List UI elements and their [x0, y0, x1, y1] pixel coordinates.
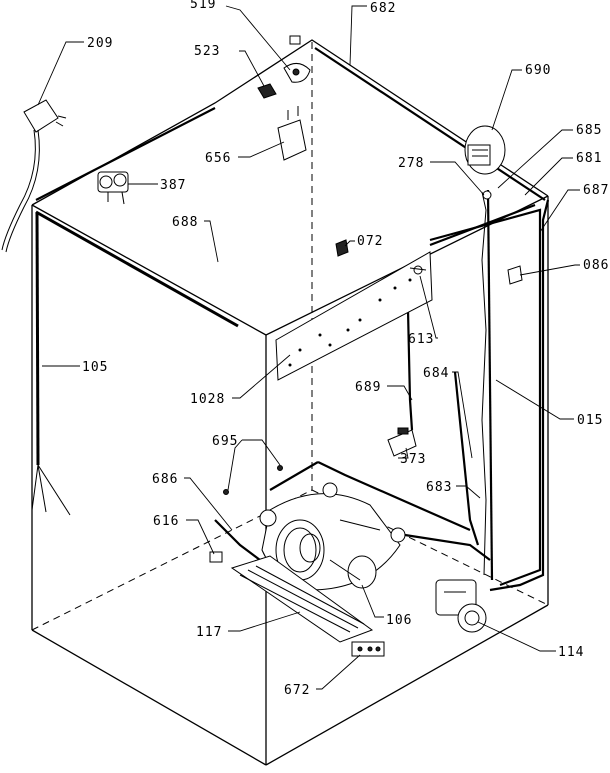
screws-695: [223, 465, 283, 495]
part-072: [335, 239, 349, 257]
label-687: 687: [583, 183, 609, 198]
label-656: 656: [205, 151, 231, 166]
label-523: 523: [194, 44, 220, 59]
part-labels: 519 682 209 523 690 656 685 278 681 387 …: [82, 0, 609, 698]
label-672: 672: [284, 683, 310, 698]
label-613: 613: [408, 332, 434, 347]
label-616: 616: [153, 514, 179, 529]
label-106: 106: [386, 613, 412, 628]
pressure-switch-690: [464, 125, 506, 175]
label-373: 373: [400, 452, 426, 467]
part-523: [257, 83, 277, 99]
label-278: 278: [398, 156, 424, 171]
label-387: 387: [160, 178, 186, 193]
label-209: 209: [87, 36, 113, 51]
label-1028: 1028: [190, 392, 225, 407]
inlet-valve-387: [97, 171, 129, 205]
label-686: 686: [152, 472, 178, 487]
part-613: [409, 265, 427, 275]
label-105: 105: [82, 360, 108, 375]
label-684: 684: [423, 366, 449, 381]
leader-lines: [37, 5, 580, 690]
label-683: 683: [426, 480, 452, 495]
mains-plug-209: [1, 99, 67, 253]
part-278: [482, 190, 492, 200]
label-114: 114: [558, 645, 584, 660]
label-681: 681: [576, 151, 602, 166]
label-682: 682: [370, 1, 396, 16]
label-695: 695: [212, 434, 238, 449]
door-lock-373: [387, 427, 417, 457]
part-672: [351, 641, 385, 657]
motor-106: [259, 482, 406, 591]
drain-pump-114: [435, 579, 487, 633]
control-board-1028: [275, 251, 433, 381]
suppressor-656: [277, 106, 307, 161]
clip-682: [289, 35, 301, 45]
label-689: 689: [355, 380, 381, 395]
label-072: 072: [357, 234, 383, 249]
label-086: 086: [583, 258, 609, 273]
part-616: [209, 551, 223, 563]
wire-harness: [31, 47, 550, 592]
label-015: 015: [577, 413, 603, 428]
part-086: [507, 265, 523, 285]
heater-117: [230, 555, 374, 643]
label-117: 117: [196, 625, 222, 640]
part-519: [283, 63, 311, 83]
label-688: 688: [172, 215, 198, 230]
label-519: 519: [190, 0, 216, 12]
label-690: 690: [525, 63, 551, 78]
label-685: 685: [576, 123, 602, 138]
